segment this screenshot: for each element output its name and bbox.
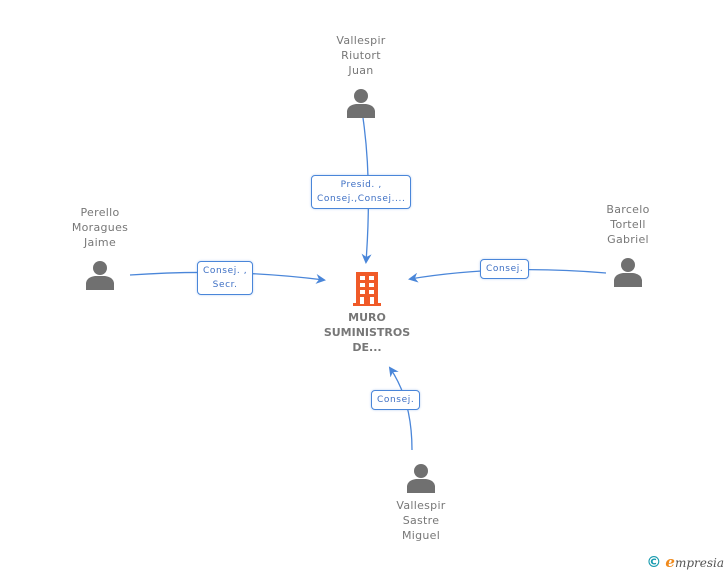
- person-name: Barcelo Tortell Gabriel: [573, 202, 683, 247]
- brand-text: mpresia: [674, 556, 724, 570]
- name-line: Miguel: [401, 529, 441, 542]
- name-line: Vallespir: [336, 34, 386, 47]
- person-node-top[interactable]: Vallespir Riutort Juan: [306, 33, 416, 118]
- role-label-top[interactable]: Presid. , Consej.,Consej....: [311, 175, 412, 209]
- name-line: DE...: [352, 341, 382, 354]
- name-line: MURO: [348, 311, 386, 324]
- role-line: Consej.,Consej....: [317, 194, 406, 204]
- name-line: Tortell: [610, 218, 646, 231]
- name-line: Moragues: [71, 221, 129, 234]
- person-name: Vallespir Riutort Juan: [306, 33, 416, 78]
- role-line: Consej.: [486, 264, 524, 274]
- person-node-right[interactable]: Barcelo Tortell Gabriel: [573, 202, 683, 287]
- name-line: Gabriel: [607, 233, 649, 246]
- brand-logo[interactable]: empresia: [665, 553, 724, 571]
- name-line: Barcelo: [606, 203, 650, 216]
- brand-initial: e: [665, 553, 675, 571]
- role-label-right[interactable]: Consej.: [480, 259, 530, 279]
- person-name: Perello Moragues Jaime: [45, 205, 155, 250]
- role-line: Presid. ,: [340, 180, 382, 190]
- person-node-left[interactable]: Perello Moragues Jaime: [45, 205, 155, 290]
- name-line: Vallespir: [396, 499, 446, 512]
- company-node[interactable]: MURO SUMINISTROS DE...: [307, 272, 427, 355]
- role-label-bottom[interactable]: Consej.: [371, 390, 421, 410]
- person-icon: [86, 261, 114, 290]
- name-line: Riutort: [341, 49, 381, 62]
- building-icon: [353, 272, 381, 306]
- person-node-bottom[interactable]: Vallespir Sastre Miguel: [366, 463, 476, 543]
- person-icon: [347, 89, 375, 118]
- name-line: Perello: [80, 206, 120, 219]
- person-icon: [407, 464, 435, 493]
- person-name: Vallespir Sastre Miguel: [366, 498, 476, 543]
- role-line: Consej.: [377, 395, 415, 405]
- name-line: SUMINISTROS: [323, 326, 411, 339]
- person-icon: [614, 258, 642, 287]
- name-line: Sastre: [402, 514, 440, 527]
- role-label-left[interactable]: Consej. , Secr.: [197, 261, 254, 295]
- company-name: MURO SUMINISTROS DE...: [307, 310, 427, 355]
- role-line: Consej. ,: [203, 266, 248, 276]
- name-line: Juan: [348, 64, 374, 77]
- footer-brand: © empresia: [646, 553, 724, 571]
- role-line: Secr.: [212, 280, 238, 290]
- name-line: Jaime: [83, 236, 117, 249]
- copyright-icon: ©: [646, 553, 662, 571]
